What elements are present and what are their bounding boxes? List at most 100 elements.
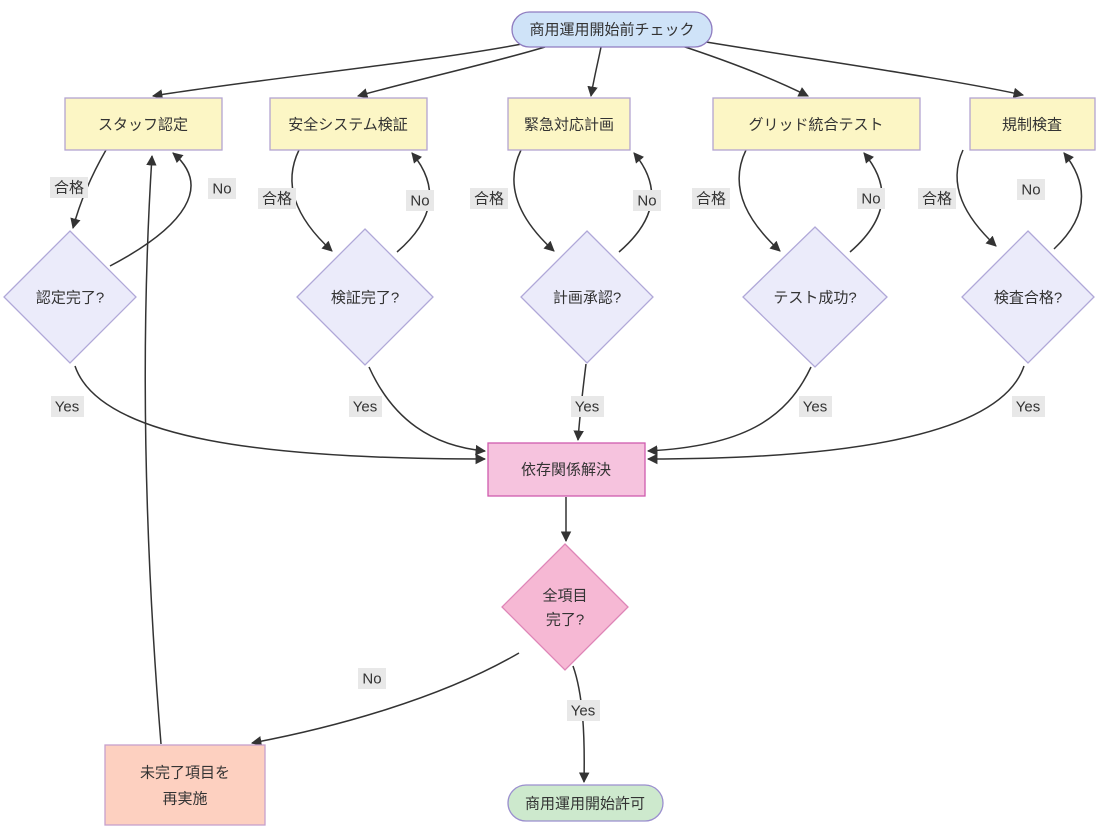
edge-label-text: Yes: [1016, 399, 1040, 416]
edge-label-bg: [857, 188, 885, 209]
edge-label-bg: [1012, 396, 1045, 417]
edge-label-pass-1: 合格: [50, 177, 88, 198]
edge-label-text: Yes: [571, 703, 595, 720]
node-final-check-shape: [501, 543, 629, 671]
node-task-5: 規制検査: [969, 97, 1096, 151]
edge-label-bg: [918, 188, 956, 209]
node-task-3-shape: [507, 97, 631, 151]
edge-label-bg: [1017, 179, 1045, 200]
node-redo: 未完了項目を 再実施: [104, 744, 266, 826]
node-decision-2: 検証完了?: [296, 228, 434, 366]
edge-start-to-task-4: [675, 43, 809, 97]
node-decision-5: 検査合格?: [961, 230, 1095, 364]
node-end-label: 商用運用開始許可: [525, 796, 645, 813]
edge-label-bg: [208, 178, 236, 199]
node-decision-4: テスト成功?: [742, 226, 888, 368]
edge-label-text: 合格: [474, 191, 504, 208]
node-task-3-label: 緊急対応計画: [524, 117, 614, 134]
edge-decision4-yes: [646, 366, 812, 456]
edge-label-yes-4: Yes: [799, 396, 832, 417]
edge-decision1-yes: [74, 365, 487, 465]
edge-label-bg: [406, 190, 434, 211]
node-decision-3: 計画承認?: [520, 230, 654, 364]
edge-start-to-task-3: [587, 46, 602, 98]
edge-label-text: 合格: [696, 191, 726, 208]
edge-label-bg: [799, 396, 832, 417]
edge-redo-to-task1: [144, 154, 162, 745]
edge-label-bg: [50, 177, 88, 198]
node-decision-1-label: 認定完了?: [36, 290, 104, 307]
edge-start-to-task-1: [151, 42, 528, 100]
edge-label-yes-1: Yes: [51, 396, 84, 417]
edge-start-to-task-5: [699, 40, 1025, 99]
node-task-5-label: 規制検査: [1002, 117, 1062, 134]
node-task-1: スタッフ認定: [64, 97, 223, 151]
node-start-shape: [511, 11, 713, 48]
edge-label-yes-5: Yes: [1012, 396, 1045, 417]
edge-label-text: 合格: [262, 191, 292, 208]
node-decision-2-shape: [296, 228, 434, 366]
node-redo-label-line2: 再実施: [162, 791, 207, 808]
edge-label-yes-3: Yes: [571, 396, 604, 417]
edge-label-bg: [258, 188, 296, 209]
node-decision-4-label: テスト成功?: [773, 290, 856, 307]
node-decision-4-shape: [742, 226, 888, 368]
edge-label-bg: [51, 396, 84, 417]
node-end: 商用運用開始許可: [507, 784, 664, 822]
node-start-label: 商用運用開始前チェック: [529, 22, 694, 39]
edge-label-text: No: [362, 671, 381, 688]
edge-final-yes: [572, 665, 590, 784]
node-resolve-label: 依存関係解決: [521, 462, 611, 479]
edge-label-yes-2: Yes: [349, 396, 382, 417]
edge-label-bg: [567, 700, 600, 721]
edge-label-text: No: [1021, 182, 1040, 199]
edge-final-no: [250, 652, 520, 747]
node-task-4-label: グリッド統合テスト: [748, 117, 883, 134]
edge-task4-pass: [738, 149, 781, 252]
edge-decision1-no: [109, 152, 192, 267]
edge-label-no-5: No: [1017, 179, 1045, 200]
edge-task2-pass: [291, 149, 333, 252]
node-resolve: 依存関係解決: [487, 442, 646, 497]
node-decision-2-label: 検証完了?: [331, 290, 399, 307]
edge-decision5-yes: [646, 365, 1025, 465]
node-redo-label-line1: 未完了項目を: [140, 765, 230, 782]
edge-label-bg: [470, 188, 508, 209]
node-final-check-label-line1: 全項目: [542, 587, 587, 605]
edge-label-no-4: No: [857, 188, 885, 209]
edge-label-bg: [358, 668, 386, 689]
edge-label-no-1: No: [208, 178, 236, 199]
node-final-check-label-line2: 完了?: [546, 612, 584, 629]
edge-label-bg: [633, 190, 661, 211]
node-task-3: 緊急対応計画: [507, 97, 631, 151]
node-decision-5-shape: [961, 230, 1095, 364]
node-resolve-shape: [487, 442, 646, 497]
node-task-2-shape: [269, 97, 428, 151]
edge-label-final-no: No: [358, 668, 386, 689]
edge-label-no-2: No: [406, 190, 434, 211]
edge-label-bg: [571, 396, 604, 417]
node-redo-shape: [104, 744, 266, 826]
edge-task5-pass: [956, 149, 997, 247]
edge-label-final-yes: Yes: [567, 700, 600, 721]
node-end-shape: [507, 784, 664, 822]
node-task-1-shape: [64, 97, 223, 151]
node-decision-1-shape: [3, 230, 137, 364]
node-task-4: グリッド統合テスト: [712, 97, 921, 151]
edge-label-text: Yes: [353, 399, 377, 416]
node-task-5-shape: [969, 97, 1096, 151]
edge-label-text: No: [212, 181, 231, 198]
edge-label-pass-5: 合格: [918, 188, 956, 209]
nodes: 商用運用開始前チェック スタッフ認定 安全システム検証 緊急対応計画 グリッド統…: [3, 11, 1096, 826]
node-decision-5-label: 検査合格?: [994, 290, 1062, 307]
node-task-1-label: スタッフ認定: [98, 117, 188, 134]
edge-label-bg: [349, 396, 382, 417]
edge-decision2-yes: [368, 366, 487, 456]
edge-label-text: 合格: [922, 191, 952, 208]
node-task-2-label: 安全システム検証: [288, 116, 408, 134]
node-task-2: 安全システム検証: [269, 97, 428, 151]
edge-start-to-task-2: [356, 46, 546, 99]
edge-labels: 合格 No Yes 合格 No Yes 合格 No: [50, 177, 1045, 721]
node-final-check: 全項目 完了?: [501, 543, 629, 671]
edge-label-text: Yes: [803, 399, 827, 416]
